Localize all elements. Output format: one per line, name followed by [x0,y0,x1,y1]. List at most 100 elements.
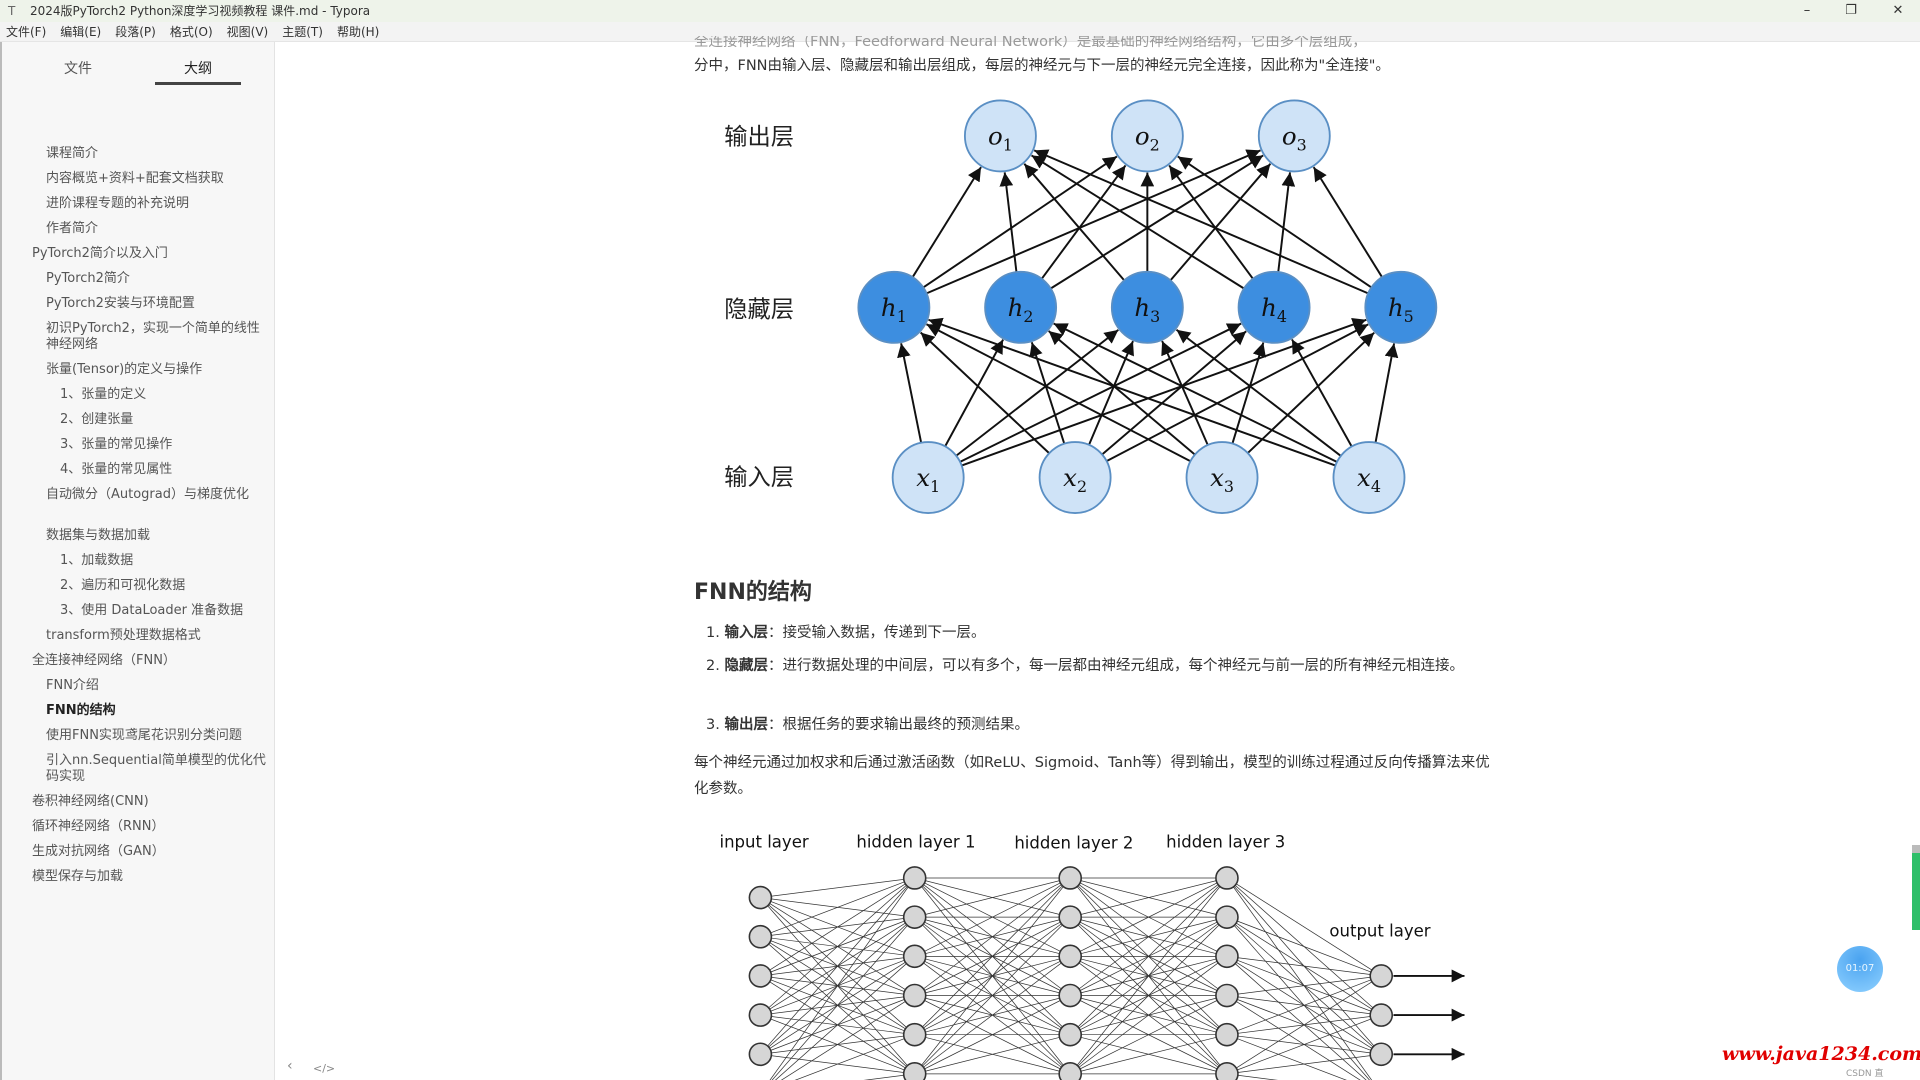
outline-item[interactable]: transform预处理数据格式 [46,628,201,643]
menu-format[interactable]: 格式(O) [169,25,213,39]
connection-line [914,955,1071,1036]
neuron-node [902,983,927,1008]
tab-files[interactable]: 文件 [64,61,92,77]
outline-item[interactable]: 数据集与数据加载 [46,528,151,543]
list-item: 3. 输出层：根据任务的要求输出最终的预测结果。 [706,712,1496,738]
outline-item[interactable]: 全连接神经网络（FNN） [32,653,176,668]
neuron-node [1058,866,1083,890]
connection-line [914,877,1071,1075]
menu-bar: 文件(F) 编辑(E) 段落(P) 格式(O) 视图(V) 主题(T) 帮助(H… [0,22,1920,42]
outline-item[interactable]: PyTorch2简介以及入门 [32,246,168,261]
connection-line [1226,995,1382,1016]
typora-app-icon: T [8,4,16,18]
outline-item[interactable]: 使用FNN实现鸢尾花识别分类问题 [46,728,242,743]
outline-item[interactable]: 内容概览+资料+配套文档获取 [46,171,224,186]
outline-item[interactable]: 作者简介 [46,221,99,236]
connection-line [1226,1073,1279,1080]
neuron-node [1058,1062,1083,1080]
connection-line [760,897,915,1075]
connection-line [1070,877,1228,957]
neuron-label: o2 [1135,121,1160,154]
neuron-label: x4 [1357,463,1381,496]
outline-item[interactable]: PyTorch2简介 [46,271,130,286]
menu-view[interactable]: 视图(V) [226,25,269,39]
connection-line [914,916,1071,1035]
neuron-node [891,441,965,514]
outline-item[interactable]: 3、张量的常见操作 [60,437,173,452]
neuron-node [1364,270,1438,344]
menu-help[interactable]: 帮助(H) [336,25,380,39]
connection-line [914,995,1071,1036]
neuron-node [748,885,773,910]
outline-item[interactable]: 循环神经网络（RNN） [32,819,165,834]
outline-item[interactable]: PyTorch2安装与环境配置 [46,296,195,311]
neuron-node [1215,866,1239,890]
connection-line [1069,877,1228,1075]
connection-line [914,916,1071,1035]
neuron-label: h5 [1388,293,1414,326]
outline-item[interactable]: 引入nn.Sequential简单模型的优化代码实现 [46,753,266,784]
outline-item[interactable]: 1、加载数据 [60,553,134,568]
menu-paragraph[interactable]: 段落(P) [115,25,156,39]
outline-item[interactable]: 卷积神经网络(CNN) [32,794,149,809]
outline-item[interactable]: 2、创建张量 [60,412,134,427]
connection-arrow [1169,163,1272,282]
connection-line [914,955,1071,996]
connection-line [775,956,915,1080]
menu-theme[interactable]: 主题(T) [282,25,323,39]
outline-item[interactable]: 模型保存与加载 [32,869,124,884]
neuron-node [902,1062,927,1080]
maximize-button[interactable]: ❐ [1845,3,1857,18]
connection-line [1070,955,1228,1036]
toggle-sidebar-icon[interactable]: ‹ [287,1058,293,1074]
connection-line [1226,877,1382,1055]
list-term: 输出层 [724,717,768,733]
neuron-label: h2 [1008,293,1034,326]
outline-item[interactable]: 生成对抗网络（GAN） [32,844,165,859]
connection-arrow [1175,328,1342,457]
neuron-node [1110,270,1184,344]
outline-item[interactable]: 进阶课程专题的补充说明 [46,196,190,211]
outline-item[interactable]: 1、张量的定义 [60,387,147,402]
neuron-node [748,964,773,988]
side-widget[interactable] [1912,845,1920,930]
connection-line [1069,916,1228,1075]
connection-line [1070,916,1228,996]
outline-item[interactable]: FNN介绍 [46,678,99,693]
neuron-node [1369,1042,1394,1067]
connection-arrow [961,317,1367,467]
list-number: 3. [706,717,720,733]
tab-outline[interactable]: 大纲 [184,61,212,77]
outline-item[interactable]: 2、遍历和可视化数据 [60,578,186,593]
outline-item[interactable]: 3、使用 DataLoader 准备数据 [60,603,244,618]
outline-item[interactable]: 张量(Tensor)的定义与操作 [46,362,203,377]
floating-timer[interactable]: 01:07 [1837,946,1883,992]
connection-arrow [1050,154,1264,290]
outline-item[interactable]: 4、张量的常见属性 [60,462,173,477]
list-term: 输入层 [724,625,768,641]
connection-line [914,916,1071,1075]
source-code-mode-icon[interactable]: </> [313,1062,336,1075]
menu-file[interactable]: 文件(F) [6,25,47,39]
outline-item[interactable]: 初识PyTorch2，实现一个简单的线性神经网络 [46,321,260,352]
connection-line [760,916,915,1016]
connection-line [760,1034,915,1055]
connection-line [1226,1053,1382,1075]
section-heading: FNN的结构 [694,580,812,605]
connection-line [780,995,915,1080]
outline-item[interactable]: FNN的结构 [46,703,116,718]
minimize-button[interactable]: – [1803,3,1811,18]
menu-edit[interactable]: 编辑(E) [60,25,102,39]
connection-arrow [1031,154,1245,290]
outline-item[interactable]: 课程简介 [46,146,99,161]
connection-arrow [1029,342,1066,445]
connection-arrow [999,172,1018,273]
outline-item[interactable]: 自动微分（Autograd）与梯度优化 [46,487,249,502]
connection-line [1226,916,1370,1080]
connection-line [1226,916,1382,1055]
list-text: ：接受输入数据，传递到下一层。 [767,625,986,641]
paragraph: 每个神经元通过加权求和后通过激活函数（如ReLU、Sigmoid、Tanh等）得… [694,755,1490,797]
close-button[interactable]: ✕ [1892,3,1904,18]
connection-arrow [897,343,923,443]
connection-line [914,916,1071,1075]
